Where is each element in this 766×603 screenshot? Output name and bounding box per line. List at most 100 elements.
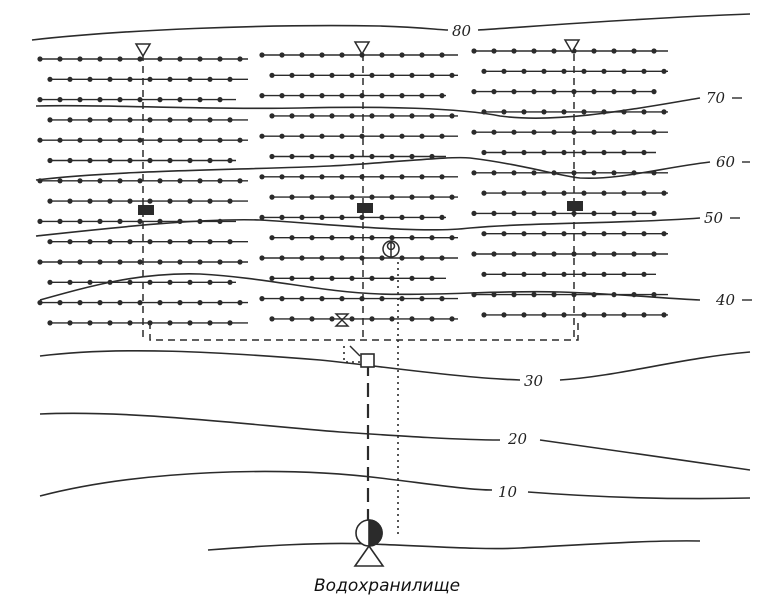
sprinkler-dot <box>87 279 93 285</box>
sprinkler-dot <box>269 153 275 160</box>
sprinkler-dot <box>419 93 425 99</box>
sprinkler-dot <box>269 72 275 78</box>
sprinkler-dot <box>237 56 243 62</box>
sprinkler-dot <box>581 68 587 74</box>
sprinkler-dot <box>157 218 163 224</box>
sprinkler-dot <box>369 194 375 200</box>
sprinkler-dot <box>299 133 305 139</box>
sprinkler-dot <box>207 320 213 326</box>
contour-label-60: 60 <box>716 153 736 171</box>
sprinkler-dot <box>429 153 435 160</box>
sprinkler-dot <box>581 231 587 237</box>
sprinkler-dot <box>471 48 477 54</box>
sprinkler-dot <box>621 190 627 196</box>
sprinkler-dot <box>319 93 325 99</box>
sprinkler-dot <box>147 117 153 123</box>
sprinkler-dot <box>571 170 577 176</box>
sprinkler-dot <box>97 259 103 265</box>
sprinkler-dot <box>269 275 275 281</box>
sprinkler-dot <box>389 235 395 241</box>
sprinkler-dot <box>157 300 163 306</box>
contour-line-30 <box>39 349 751 381</box>
sprinkler-dot <box>187 239 193 245</box>
sprinkler-dot <box>279 93 285 99</box>
sprinkler-dot <box>37 218 43 224</box>
sprinkler-dot <box>641 68 647 74</box>
sprinkler-dot <box>501 68 507 74</box>
sprinkler-dot <box>369 113 375 119</box>
sprinkler-dot <box>439 52 445 58</box>
sprinkler-dot <box>319 214 325 220</box>
sprinkler-dot <box>57 97 63 103</box>
sprinkler-dot <box>561 312 567 318</box>
sprinkler-dot <box>369 316 375 322</box>
sprinkler-dot <box>97 218 103 224</box>
sprinkler-dot <box>379 214 385 220</box>
sprinkler-dot <box>359 296 365 302</box>
sprinkler-dot <box>177 56 183 62</box>
sprinkler-dot <box>541 190 547 196</box>
sprinkler-dot <box>511 129 517 135</box>
sprinkler-dot <box>117 178 123 184</box>
sprinkler-dot <box>77 137 83 143</box>
sprinkler-dot <box>289 194 295 200</box>
sprinkler-dot <box>581 109 587 115</box>
sprinkler-dot <box>449 113 455 119</box>
sprinkler-dot <box>87 198 93 204</box>
sprinkler-dot <box>339 133 345 139</box>
pumping-station-square <box>360 353 375 368</box>
sprinkler-dot <box>309 235 315 241</box>
sprinkler-dot <box>299 52 305 58</box>
sprinkler-dot <box>319 174 325 180</box>
sprinkler-dot <box>521 149 527 156</box>
sprinkler-dot <box>561 149 567 156</box>
sprinkler-dot <box>67 117 73 123</box>
sprinkler-dot <box>349 113 355 119</box>
sprinkler-dot <box>309 316 315 322</box>
sprinkler-dot <box>289 316 295 322</box>
sprinkler-dot <box>651 129 657 135</box>
sprinkler-dot <box>521 312 527 318</box>
sprinkler-dot <box>157 259 163 265</box>
sprinkler-dot <box>207 279 213 285</box>
sprinkler-dot <box>601 190 607 196</box>
contour-line-50 <box>35 217 701 237</box>
contour-label-50: 50 <box>704 209 724 227</box>
sprinkler-dot <box>107 279 113 285</box>
sprinkler-dot <box>97 56 103 62</box>
valve-block-1 <box>138 205 154 215</box>
sprinkler-dot <box>197 300 203 306</box>
sprinkler-dot <box>319 133 325 139</box>
sprinkler-dot <box>67 157 73 164</box>
sprinkler-dot <box>227 279 233 285</box>
sprinkler-dot <box>661 190 667 196</box>
sprinkler-dot <box>319 52 325 58</box>
sprinkler-dot <box>349 235 355 241</box>
sprinkler-dot <box>621 109 627 115</box>
sprinkler-dot <box>319 255 325 261</box>
sprinkler-dot <box>37 300 43 306</box>
sprinkler-dot <box>57 259 63 265</box>
sprinkler-dot <box>117 56 123 62</box>
contour-line-20 <box>39 412 751 471</box>
sprinkler-dot <box>87 239 93 245</box>
sprinkler-dot <box>259 174 265 180</box>
sprinkler-dot <box>399 174 405 180</box>
sprinkler-dot <box>57 218 63 224</box>
sprinkler-dot <box>501 231 507 237</box>
sprinkler-dot <box>541 109 547 115</box>
contour-line-10 <box>39 470 751 500</box>
sprinkler-dot <box>329 316 335 322</box>
sprinkler-dot <box>399 52 405 58</box>
sprinkler-dot <box>631 210 637 216</box>
sprinkler-dot <box>217 137 223 143</box>
sprinkler-dot <box>591 292 597 298</box>
pump-intake-symbol <box>353 519 385 567</box>
sprinkler-dot <box>399 214 405 220</box>
sprinkler-dot <box>641 231 647 237</box>
sprinkler-dot <box>581 312 587 318</box>
sprinkler-dot <box>157 137 163 143</box>
sprinkler-dot <box>449 72 455 78</box>
sprinkler-dot <box>419 296 425 302</box>
sprinkler-dot <box>217 259 223 265</box>
